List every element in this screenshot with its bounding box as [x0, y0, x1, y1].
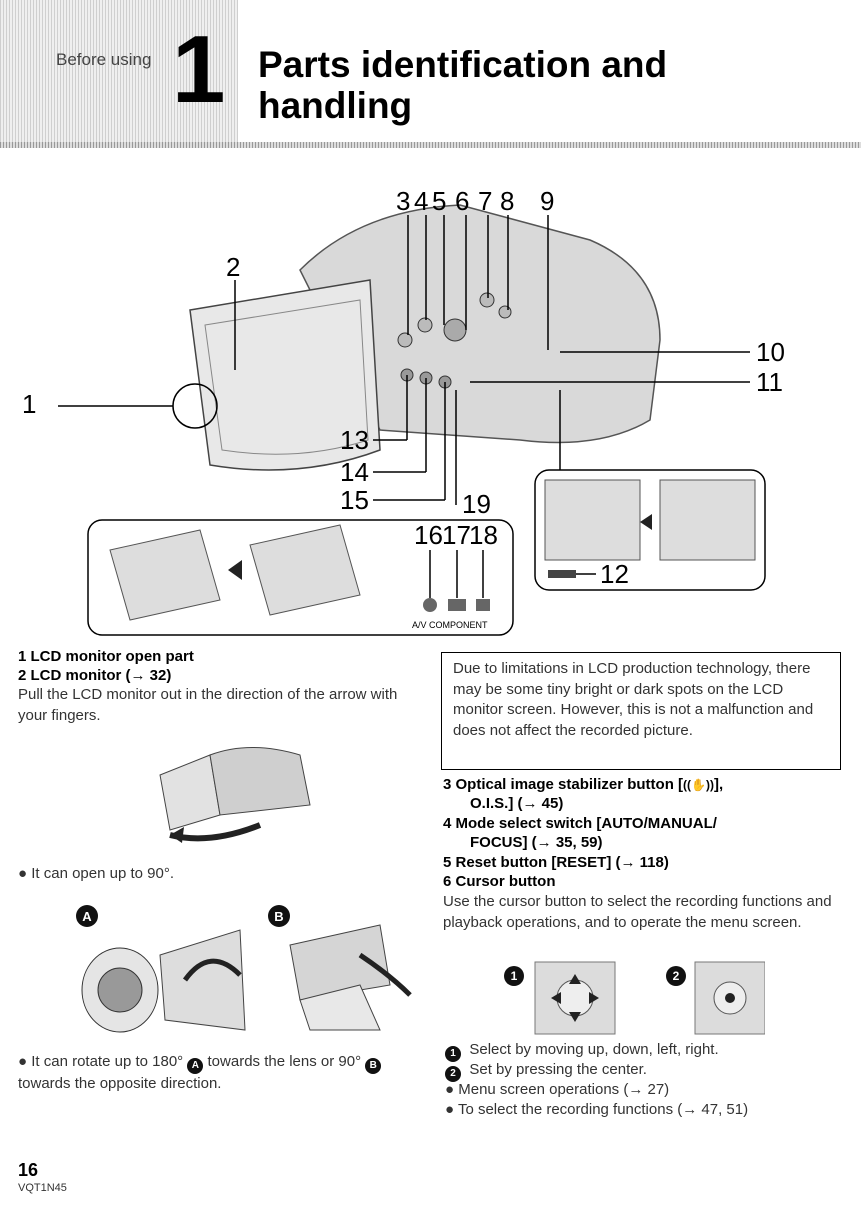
camera-parts-figure: 1 2 3 4 5 6 7 8 9 10 11 12 13 14 15 16 1…: [0, 150, 861, 640]
item-4-title: 4 Mode select switch [AUTO/MANUAL/: [443, 815, 717, 832]
item-5-title: 5 Reset button [RESET] (→ 118): [443, 854, 669, 871]
page-number: 16: [18, 1160, 39, 1180]
step-2-marker: 2: [445, 1065, 461, 1082]
marker-b: B: [268, 905, 290, 927]
callout-5: 5: [432, 186, 447, 216]
lcd-rotate-illustration: [81, 924, 412, 1033]
callout-12: 12: [600, 559, 629, 589]
ois-icon: ((✋)): [683, 778, 714, 792]
marker-2: 2: [666, 966, 686, 986]
chapter-number: 1: [172, 16, 226, 123]
header-divider: [0, 142, 861, 148]
item-2-bullet-1: ● It can open up to 90°.: [18, 865, 174, 882]
marker-b-inline: B: [365, 1057, 382, 1074]
item-6-bullet-1: ● Menu screen operations (→ 27): [445, 1081, 670, 1098]
item-2-desc: Pull the LCD monitor out in the directio…: [18, 686, 398, 724]
callout-3: 3: [396, 186, 411, 216]
chapter-tab: Before using 1: [0, 0, 238, 148]
camera-illustration: [58, 204, 766, 636]
lcd-open-illustration: [159, 747, 311, 843]
callout-1: 1: [22, 389, 37, 419]
callout-7: 7: [478, 186, 493, 216]
callout-4: 4: [414, 186, 429, 216]
callout-9: 9: [540, 186, 555, 216]
item-6-bullet-2: ● To select the recording functions (→ 4…: [445, 1101, 749, 1118]
callout-2: 2: [226, 252, 241, 282]
item-6-step-1: 1 Select by moving up, down, left, right…: [445, 1040, 719, 1062]
step-1-marker: 1: [445, 1045, 461, 1062]
callout-6: 6: [455, 186, 470, 216]
marker-1: 1: [504, 966, 524, 986]
lcd-note-box: Due to limitations in LCD production tec…: [441, 652, 841, 770]
marker-a: A: [76, 905, 98, 927]
item-4-title-line-2: FOCUS] (→ 35, 59): [470, 834, 603, 851]
callout-15: 15: [340, 485, 369, 515]
page-title: Parts identification and handling: [258, 44, 668, 127]
item-3-title: 3 Optical image stabilizer button [((✋))…: [443, 776, 724, 793]
callout-17: 17: [442, 520, 471, 550]
item-3-title-line-2: O.I.S.] (→ 45): [470, 795, 564, 812]
callout-10: 10: [756, 337, 785, 367]
marker-a-inline: A: [187, 1057, 204, 1074]
callout-16: 16: [414, 520, 443, 550]
callout-11: 11: [756, 367, 783, 397]
item-6-title: 6 Cursor button: [443, 873, 556, 890]
callout-14: 14: [340, 457, 369, 487]
chapter-tab-label: Before using: [56, 50, 152, 69]
callout-13: 13: [340, 425, 369, 455]
item-2-bullet-2: ● It can rotate up to 180° A towards the…: [18, 1052, 418, 1095]
item-2-title: 2 LCD monitor (→ 32): [18, 667, 172, 684]
item-6-step-2: 2 Set by pressing the center.: [445, 1060, 647, 1082]
callout-8: 8: [500, 186, 515, 216]
jack-labels: A/V COMPONENT: [412, 620, 488, 630]
cursor-button-illustration: [534, 961, 765, 1035]
item-1-title: 1 LCD monitor open part: [18, 648, 194, 665]
document-code: VQT1N45: [18, 1182, 67, 1194]
callout-19: 19: [462, 489, 491, 519]
callout-18: 18: [469, 520, 498, 550]
item-6-desc: Use the cursor button to select the reco…: [443, 893, 832, 931]
